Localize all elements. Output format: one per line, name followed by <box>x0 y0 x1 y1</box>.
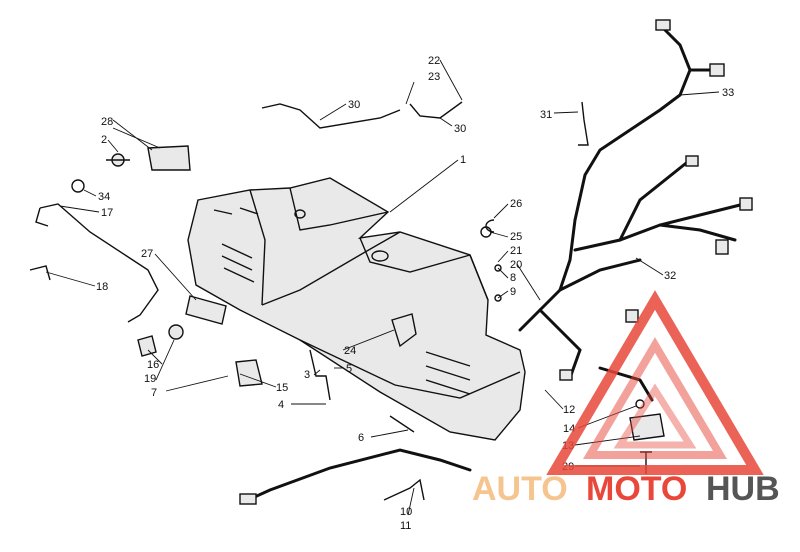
callout-22: 22 <box>428 55 440 67</box>
callout-1: 1 <box>460 154 466 166</box>
callout-12: 12 <box>563 404 575 416</box>
callout-32: 32 <box>664 270 676 282</box>
callout-26: 26 <box>510 198 522 210</box>
callout-3: 3 <box>304 369 310 381</box>
callout-31: 31 <box>540 109 552 121</box>
console-housing <box>187 177 526 441</box>
callout-27: 27 <box>141 248 153 260</box>
callout-11: 11 <box>400 520 411 532</box>
callout-23: 23 <box>428 71 440 83</box>
callout-28: 28 <box>101 116 113 128</box>
watermark-moto: MOTO <box>586 470 687 508</box>
warning-triangle-icon <box>546 290 764 475</box>
callout-8: 8 <box>510 272 516 284</box>
callout-25: 25 <box>510 231 522 243</box>
callout-30b: 30 <box>454 123 466 135</box>
wiring-harness <box>518 19 753 402</box>
callout-10: 10 <box>400 506 412 518</box>
callout-20: 20 <box>510 259 522 271</box>
callout-2: 2 <box>101 134 107 146</box>
callout-9: 9 <box>510 286 516 298</box>
watermark-hub: HUB <box>706 470 780 508</box>
watermark-logo: AUTO MOTO HUB <box>472 290 780 508</box>
watermark-auto: AUTO <box>472 470 568 508</box>
callout-19: 19 <box>144 373 156 385</box>
callout-21: 21 <box>510 245 522 257</box>
callout-24: 24 <box>344 345 356 357</box>
callout-16: 16 <box>147 359 159 371</box>
callout-33: 33 <box>722 87 734 99</box>
callout-7: 7 <box>151 387 157 399</box>
leader-lines <box>45 59 720 516</box>
callout-18: 18 <box>96 281 108 293</box>
callout-4: 4 <box>278 399 284 411</box>
callout-6: 6 <box>358 432 364 444</box>
top-lines <box>261 101 589 348</box>
ground-cable <box>239 448 472 505</box>
callout-34: 34 <box>98 191 110 203</box>
callout-5: 5 <box>346 363 352 375</box>
callout-30a: 30 <box>348 99 360 111</box>
callout-15: 15 <box>276 382 288 394</box>
callout-17: 17 <box>101 207 113 219</box>
